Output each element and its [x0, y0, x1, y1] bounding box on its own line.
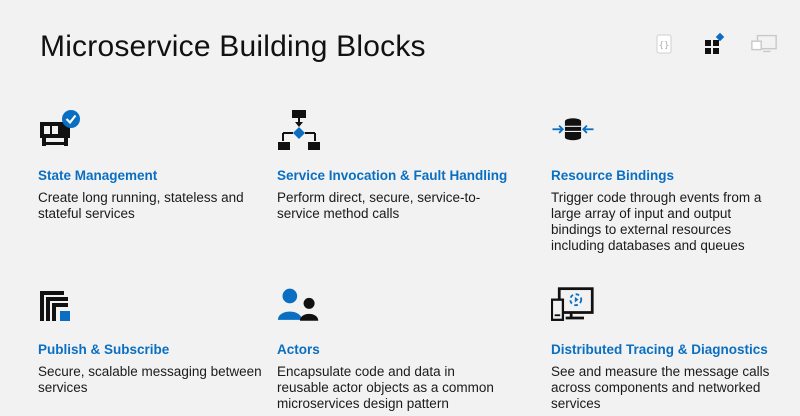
block-description: Trigger code through events from a large…	[551, 190, 762, 253]
block-actors: Actors Encapsulate code and data in reus…	[277, 285, 517, 411]
block-title: Publish & Subscribe	[38, 342, 170, 357]
block-description: See and measure the message calls across…	[551, 364, 770, 411]
page-title: Microservice Building Blocks	[40, 30, 426, 63]
svg-text:{}: {}	[659, 41, 670, 51]
block-title: Resource Bindings	[551, 168, 675, 183]
block-service-invocation: Service Invocation & Fault Handling Perf…	[277, 108, 517, 221]
block-state-management: State Management Create long running, st…	[38, 108, 278, 221]
block-distributed-tracing: Distributed Tracing & Diagnostics See an…	[551, 285, 791, 411]
block-title: Actors	[277, 342, 320, 357]
block-description: Create long running, stateless and state…	[38, 190, 244, 221]
blocks-icon[interactable]	[700, 30, 728, 58]
service-invocation-icon	[278, 110, 320, 150]
actors-icon	[277, 288, 319, 321]
resource-bindings-icon	[552, 118, 594, 141]
block-title: Service Invocation & Fault Handling	[277, 168, 508, 183]
publish-subscribe-icon	[40, 291, 70, 321]
screen-share-icon[interactable]	[750, 30, 778, 58]
block-title: Distributed Tracing & Diagnostics	[551, 342, 768, 357]
code-icon[interactable]: {}	[650, 30, 678, 58]
block-description: Perform direct, secure, service-to-servi…	[277, 190, 481, 221]
toolbar: {}	[650, 30, 778, 58]
state-management-icon	[40, 110, 80, 146]
block-description: Encapsulate code and data in reusable ac…	[277, 364, 494, 411]
block-resource-bindings: Resource Bindings Trigger code through e…	[551, 108, 791, 253]
block-description: Secure, scalable messaging between servi…	[38, 364, 262, 395]
block-title: State Management	[38, 168, 158, 183]
distributed-tracing-icon	[551, 287, 594, 321]
block-publish-subscribe: Publish & Subscribe Secure, scalable mes…	[38, 285, 278, 395]
